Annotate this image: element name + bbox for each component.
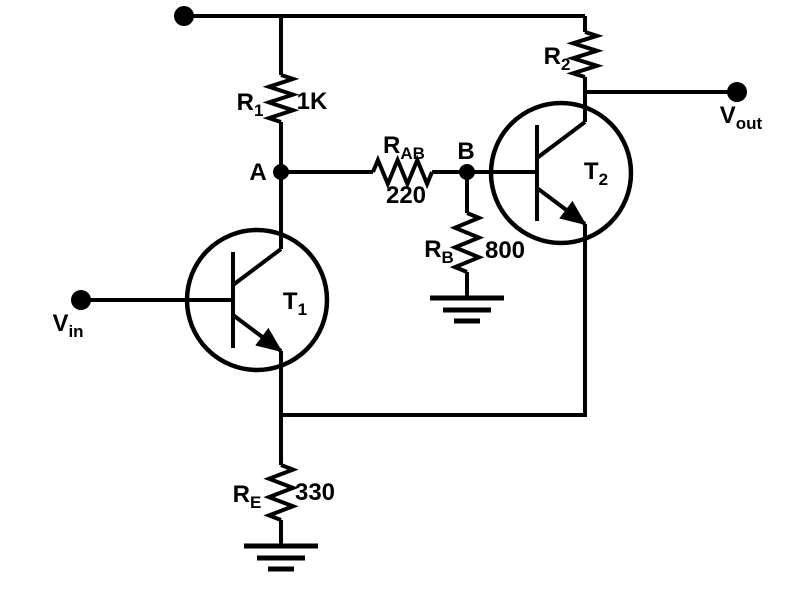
resistor-rab [281, 154, 467, 190]
t2-label-sub: 2 [598, 169, 609, 189]
t2-emitter-feedback-wire [281, 224, 587, 417]
rab-zigzag [371, 154, 434, 190]
rb-zigzag [449, 211, 485, 274]
r2-label: R2 [543, 43, 571, 73]
t2-label-base: T [583, 158, 599, 185]
vin-label-base: V [52, 310, 69, 337]
r1-value: 1K [296, 88, 328, 115]
rb-value: 800 [484, 237, 526, 264]
vout-terminal-dot [727, 82, 747, 102]
t1-collector-diagonal [231, 247, 283, 287]
r1-label-sub: 1 [253, 100, 264, 120]
vin-terminal-dot [71, 290, 91, 310]
t2-collector-diagonal [535, 120, 587, 160]
vout-label-base: V [719, 102, 736, 129]
r1-zigzag [262, 73, 300, 124]
re-label-sub: E [250, 492, 262, 512]
rab-label-base: R [383, 132, 401, 159]
vin-label-sub: in [68, 321, 84, 341]
rb-label-base: R [424, 236, 442, 263]
supply-terminal-dot [174, 6, 194, 26]
rab-label-sub: AB [400, 143, 425, 163]
t1-label: T1 [282, 288, 307, 318]
r2-label-base: R [543, 43, 561, 70]
rab-label: RAB [383, 132, 425, 162]
t1-emitter-diagonal-arrow [231, 313, 283, 353]
re-value: 330 [294, 479, 336, 506]
re-zigzag [263, 463, 299, 522]
r2-label-sub: 2 [560, 54, 571, 74]
r2-zigzag [566, 30, 604, 79]
resistor-re [263, 463, 299, 546]
transistor-t2 [467, 92, 634, 246]
node-b-label: B [457, 138, 475, 165]
resistor-r2 [566, 16, 604, 92]
resistor-rb [449, 172, 485, 298]
re-label-base: R [232, 481, 250, 508]
ground-symbol-re [244, 543, 318, 572]
t1-label-sub: 1 [297, 299, 308, 319]
t2-label: T2 [583, 158, 608, 188]
rb-label: RB [424, 236, 454, 266]
r1-label-base: R [236, 89, 254, 116]
rab-value: 220 [385, 182, 427, 209]
rb-label-sub: B [441, 247, 454, 267]
vout-label-sub: out [735, 113, 763, 133]
t2-emitter-diagonal-arrow [535, 186, 587, 226]
vout-label: Vout [719, 102, 762, 132]
resistor-r1 [262, 16, 300, 172]
re-label: RE [232, 481, 262, 511]
node-a-label: A [249, 159, 267, 186]
t1-label-base: T [282, 288, 298, 315]
ground-symbol-rb [430, 295, 504, 324]
r1-label: R1 [236, 89, 264, 119]
vin-label: Vin [52, 310, 83, 340]
